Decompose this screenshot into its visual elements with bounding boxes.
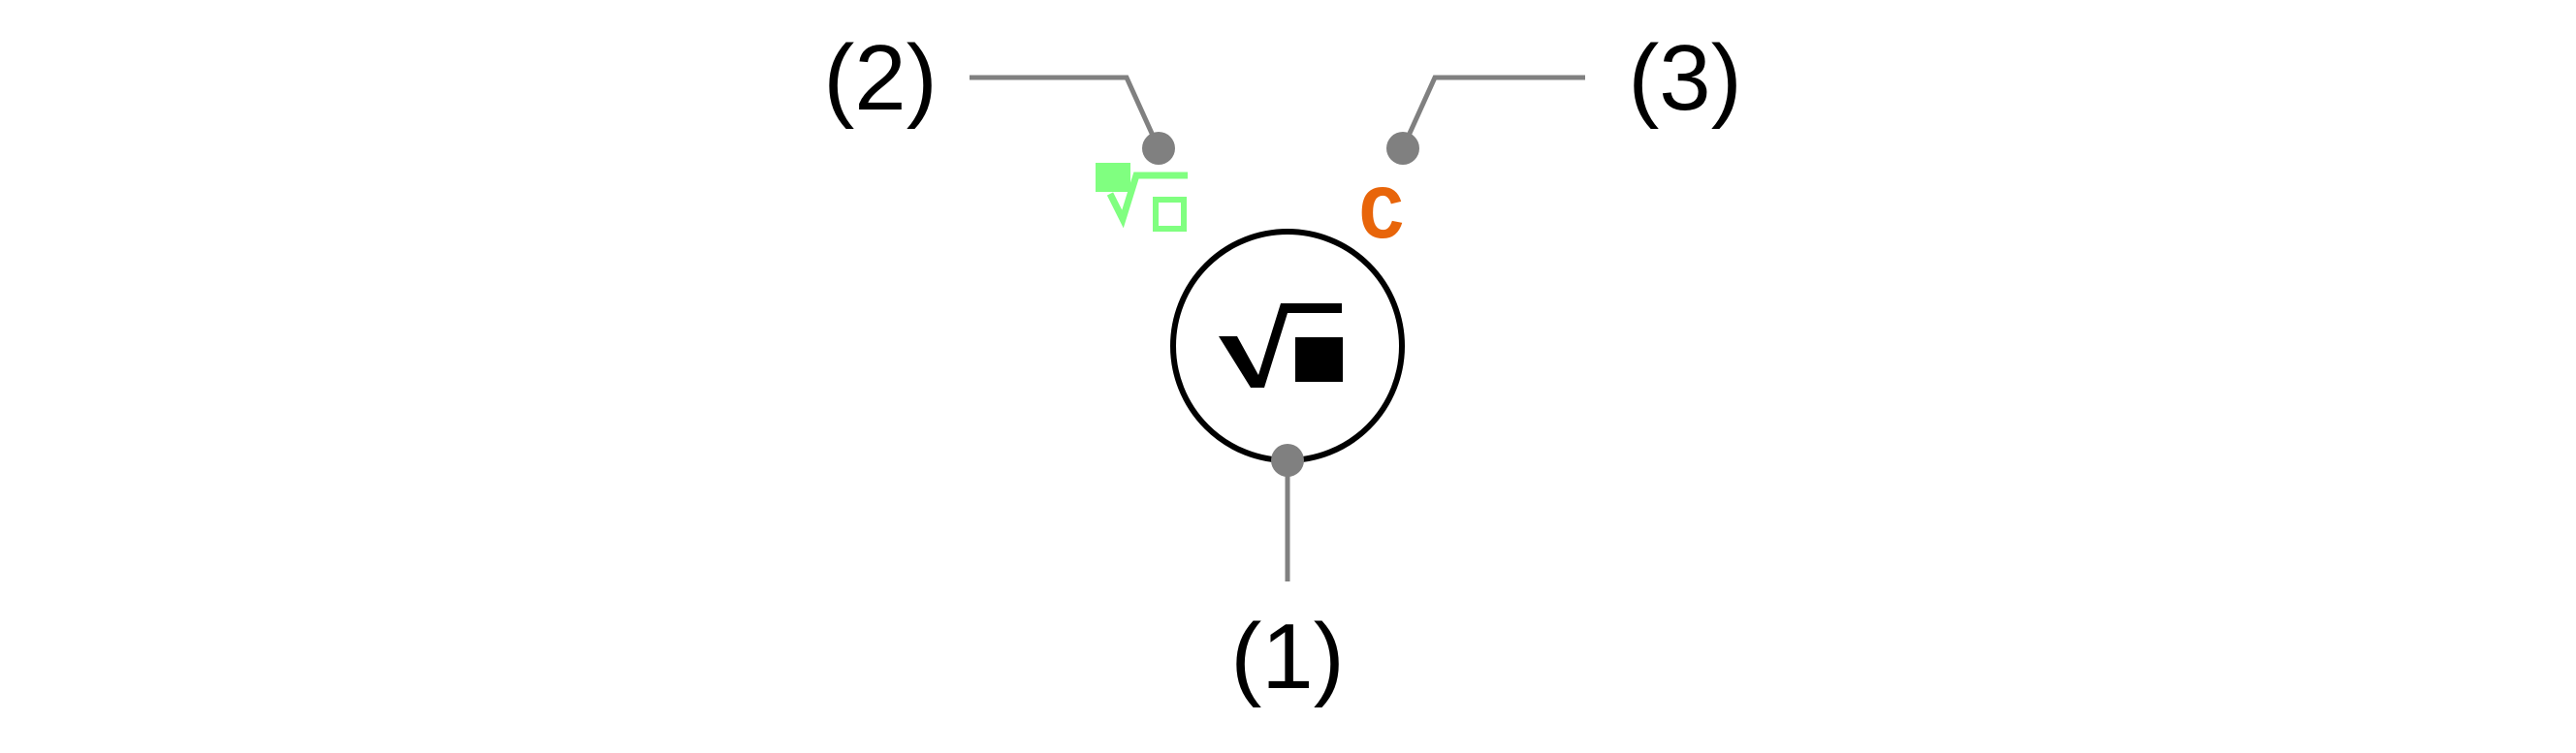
constant-input-port[interactable] — [1386, 132, 1419, 165]
callout-label-constant: (3) — [1628, 26, 1741, 130]
callout-label-output: (1) — [1230, 605, 1344, 708]
nth-root-icon — [1096, 163, 1188, 232]
root-index-input-port[interactable] — [1142, 132, 1175, 165]
callout-label-root-index: (2) — [823, 26, 937, 130]
leader-line-constant — [1400, 75, 1585, 150]
leader-line-root-index — [970, 75, 1161, 150]
output-port[interactable] — [1271, 444, 1304, 477]
square-root-node[interactable] — [1170, 229, 1405, 463]
constant-port-letter: C — [1359, 175, 1405, 261]
square-root-icon — [1219, 303, 1343, 388]
